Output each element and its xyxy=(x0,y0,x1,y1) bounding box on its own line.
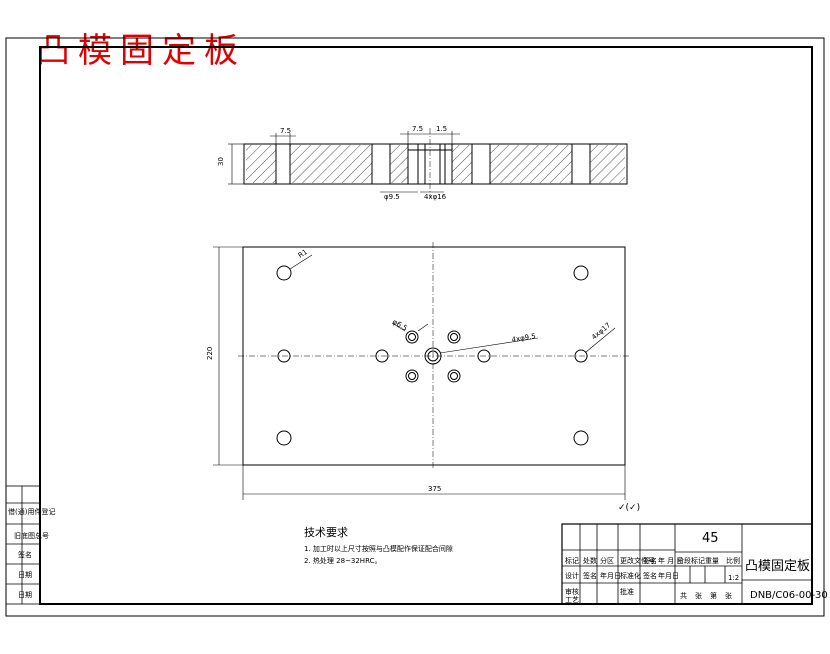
tb-bottom-1: 审核 xyxy=(565,587,579,596)
dim-top-center-2: 1.5 xyxy=(436,125,447,133)
tb-row1-1: 标记 xyxy=(565,556,579,565)
dim-height: 220 xyxy=(206,347,214,360)
tb-row2-2: 签名 xyxy=(583,571,597,580)
outer-frame xyxy=(5,37,825,617)
tb-stage-1: 阶段标记 xyxy=(677,556,705,565)
dim-bottom-2: 4xφ16 xyxy=(424,193,447,201)
section-view: 7.5 7.5 1.5 30 φ9.5 4xφ16 xyxy=(217,125,628,201)
tech-title: 技术要求 xyxy=(304,526,348,539)
left-strip-label-5: 日期 xyxy=(18,591,32,599)
tb-row1-2: 处数 xyxy=(583,556,597,565)
drawing-title-red: 凸模固定板 xyxy=(36,31,246,71)
left-strip-label-2: 旧底图总号 xyxy=(14,531,49,540)
tech-item-1: 1. 加工时以上尺寸按照与凸模配作保证配合间隙 xyxy=(304,544,453,553)
right-note-2: 4xφ17 xyxy=(590,321,612,341)
title-material: 45 xyxy=(702,531,719,546)
left-strip-label-3: 签名 xyxy=(18,550,32,559)
dim-top-left: 7.5 xyxy=(280,127,291,135)
plan-view: R1 φ6.5 4xφ9.5 4xφ17 220 375 xyxy=(206,242,630,500)
inner-frame xyxy=(39,46,813,605)
tb-row1-4: 更改文件号 xyxy=(620,556,655,565)
tb-sheet-1: 共 xyxy=(680,591,687,600)
tb-stage-3: 比例 xyxy=(726,556,740,565)
tb-row1-6: 年 月 日 xyxy=(658,556,683,565)
tb-sheet-2: 张 xyxy=(695,591,702,600)
left-strip xyxy=(5,485,41,605)
tb-row2-1: 设计 xyxy=(565,571,579,580)
tech-item-2: 2. 热处理 28~32HRC。 xyxy=(304,556,381,565)
tb-bottom-2: 工艺 xyxy=(565,596,579,604)
tb-sheet-3: 第 xyxy=(710,591,717,600)
left-strip-label-4: 日期 xyxy=(18,571,32,579)
tb-sheet-4: 张 xyxy=(725,591,732,600)
tb-row1-5: 签名 xyxy=(643,556,657,565)
tb-row2-4: 标准化 xyxy=(620,571,641,580)
title-block xyxy=(561,523,813,605)
title-part-name: 凸模固定板 xyxy=(745,559,810,574)
tb-row2-5: 签名 xyxy=(643,571,657,580)
dim-width: 375 xyxy=(428,485,441,493)
dim-thickness: 30 xyxy=(217,157,225,166)
roughness-note: ✓(✓) xyxy=(618,503,640,513)
tb-row2-3: 年月日 xyxy=(600,571,621,580)
tb-row1-3: 分区 xyxy=(600,556,614,565)
tb-stage-2: 重量 xyxy=(705,557,719,565)
tb-row2-6: 年月日 xyxy=(658,571,679,580)
tech-requirements: 技术要求 1. 加工时以上尺寸按照与凸模配作保证配合间隙 2. 热处理 28~3… xyxy=(304,526,453,565)
right-note-1: 4xφ9.5 xyxy=(511,332,536,344)
title-drawing-number: DNB/C06-00-30 xyxy=(750,590,828,601)
dim-bottom-1: φ9.5 xyxy=(384,193,400,201)
holes-note-center: φ6.5 xyxy=(391,318,409,333)
title-scale: 1:2 xyxy=(728,574,739,582)
radius-note: R1 xyxy=(297,248,309,260)
dim-top-center-1: 7.5 xyxy=(412,125,423,133)
left-strip-label-1: 借(通)用件登记 xyxy=(8,507,55,516)
tb-bottom-3: 批准 xyxy=(620,587,634,596)
